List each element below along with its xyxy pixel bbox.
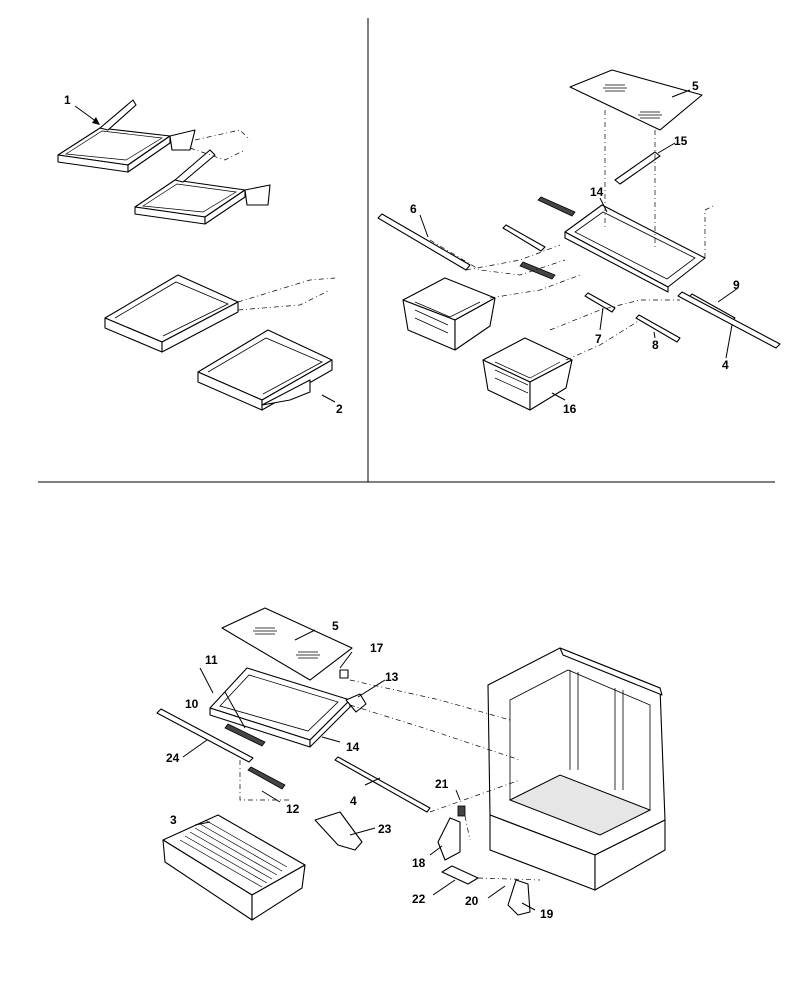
section-dividers bbox=[38, 18, 775, 483]
crisper-drawer-lower bbox=[482, 337, 573, 411]
frame-14-bottom bbox=[209, 667, 351, 748]
callout-6: 6 bbox=[410, 202, 417, 216]
callout-3: 3 bbox=[170, 813, 177, 827]
callout-10: 10 bbox=[185, 697, 199, 711]
bottom-small-parts bbox=[156, 669, 466, 851]
freezer-basket bbox=[162, 814, 306, 921]
frame-14-top bbox=[564, 204, 706, 293]
callout-9: 9 bbox=[733, 278, 740, 292]
callout-24: 24 bbox=[166, 751, 180, 765]
brackets-and-hinges bbox=[437, 817, 531, 916]
top-right-phantom-lines bbox=[429, 110, 716, 361]
callout-4-bottom: 4 bbox=[350, 794, 357, 808]
shelf-upper-right bbox=[134, 149, 271, 225]
callout-14-bottom: 14 bbox=[346, 740, 360, 754]
cabinet-liner bbox=[487, 647, 666, 891]
shelf-lower-right bbox=[197, 329, 333, 411]
callout-5-bottom: 5 bbox=[332, 619, 339, 633]
callout-22: 22 bbox=[412, 892, 426, 906]
callout-15: 15 bbox=[674, 134, 688, 148]
glass-shelf-5-top bbox=[569, 69, 703, 131]
callout-14-top: 14 bbox=[590, 185, 604, 199]
callout-2: 2 bbox=[336, 402, 343, 416]
shelf-upper-left bbox=[57, 99, 196, 173]
callout-5-top: 5 bbox=[692, 79, 699, 93]
callout-13: 13 bbox=[385, 670, 399, 684]
callout-8: 8 bbox=[652, 338, 659, 352]
callout-labels: 1 2 5 15 14 6 9 7 8 4 16 5 17 11 13 10 1… bbox=[64, 79, 740, 921]
callout-23: 23 bbox=[378, 822, 392, 836]
callout-16: 16 bbox=[563, 402, 577, 416]
rails-top-right bbox=[377, 151, 781, 349]
callout-7: 7 bbox=[595, 332, 602, 346]
callout-18: 18 bbox=[412, 856, 426, 870]
callout-leaders bbox=[74, 89, 739, 911]
callout-17: 17 bbox=[370, 641, 384, 655]
shelf-lower-left bbox=[104, 274, 239, 353]
top-left-phantom-lines bbox=[189, 129, 336, 311]
callout-12: 12 bbox=[286, 802, 300, 816]
callout-19: 19 bbox=[540, 907, 554, 921]
bottom-phantom-lines bbox=[239, 679, 541, 881]
callout-11: 11 bbox=[205, 653, 218, 667]
callout-21: 21 bbox=[435, 777, 449, 791]
callout-4-top: 4 bbox=[722, 358, 729, 372]
callout-1: 1 bbox=[64, 93, 71, 107]
glass-shelf-5-bottom bbox=[221, 607, 353, 681]
crisper-drawer-upper bbox=[402, 277, 496, 351]
callout-20: 20 bbox=[465, 894, 479, 908]
